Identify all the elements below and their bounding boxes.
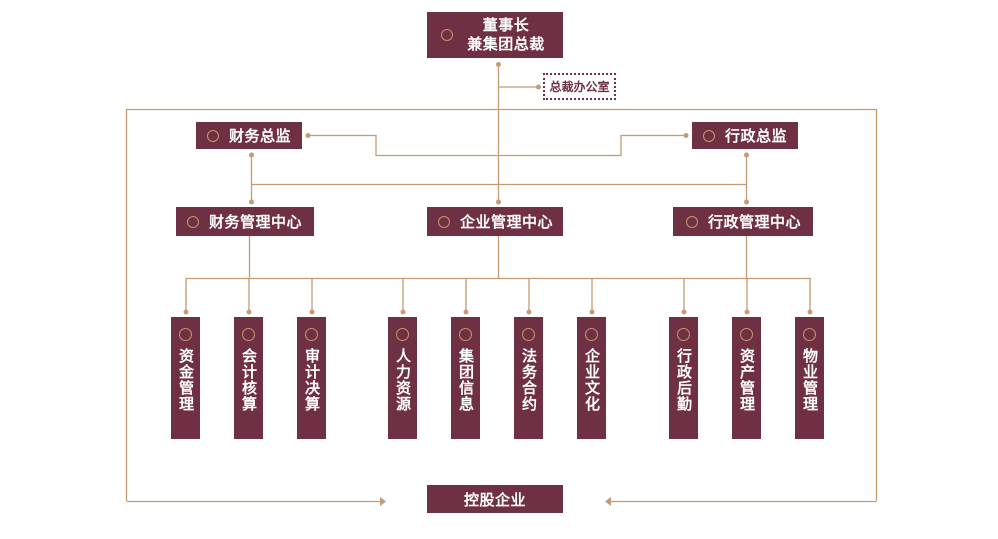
circle-ring-icon xyxy=(740,328,753,341)
holding-company-box[interactable]: 控股企业 xyxy=(427,485,563,513)
circle-ring-icon xyxy=(207,129,219,142)
circle-ring-icon xyxy=(677,328,690,341)
circle-ring-icon xyxy=(187,215,199,228)
department-box[interactable]: 资产管理 xyxy=(732,317,761,439)
connector-dot xyxy=(496,199,501,205)
finance-director-label: 财务总监 xyxy=(229,127,292,145)
circle-ring-icon xyxy=(242,328,255,341)
admin-director-box[interactable]: 行政总监 xyxy=(692,122,798,149)
admin-center-box[interactable]: 行政管理中心 xyxy=(673,207,813,236)
department-label: 会计核算 xyxy=(240,348,258,412)
department-box[interactable]: 物业管理 xyxy=(795,317,824,439)
connector-dot xyxy=(183,309,189,315)
finance-center-box[interactable]: 财务管理中心 xyxy=(176,207,314,236)
circle-ring-icon xyxy=(585,328,598,341)
department-label: 资金管理 xyxy=(177,348,195,412)
circle-ring-icon xyxy=(703,129,715,142)
connector-dot xyxy=(496,62,501,67)
department-box[interactable]: 资金管理 xyxy=(171,317,200,439)
department-box[interactable]: 集团信息 xyxy=(451,317,480,439)
circle-ring-icon xyxy=(686,215,698,228)
chairman-title-line2: 兼集团总裁 xyxy=(467,35,545,53)
circle-ring-icon xyxy=(179,328,192,341)
department-label: 行政后勤 xyxy=(675,348,693,412)
chairman-title-line1: 董事长 xyxy=(482,16,530,34)
department-label: 集团信息 xyxy=(457,348,475,412)
enterprise-center-box[interactable]: 企业管理中心 xyxy=(427,207,563,236)
circle-ring-icon xyxy=(803,328,816,341)
department-box[interactable]: 人力资源 xyxy=(388,317,417,439)
connector-dot xyxy=(744,309,750,315)
circle-ring-icon xyxy=(522,328,535,341)
connector-dot xyxy=(681,309,687,315)
connector-dot xyxy=(309,309,315,315)
connector-dot xyxy=(536,84,541,90)
department-box[interactable]: 会计核算 xyxy=(234,317,263,439)
department-box[interactable]: 企业文化 xyxy=(577,317,606,439)
connector-dot xyxy=(305,133,311,138)
circle-ring-icon xyxy=(459,328,472,341)
connector-dot xyxy=(683,133,689,138)
admin-center-label: 行政管理中心 xyxy=(708,213,802,231)
department-box[interactable]: 审计决算 xyxy=(297,317,326,439)
department-label: 资产管理 xyxy=(738,348,756,412)
circle-ring-icon xyxy=(438,215,450,228)
connector-dot xyxy=(589,309,595,315)
connector-dot xyxy=(400,309,406,315)
department-label: 审计决算 xyxy=(303,348,321,412)
arrow-left-icon xyxy=(605,497,611,506)
connector-dot xyxy=(744,152,749,158)
arrow-right-icon xyxy=(380,497,386,506)
enterprise-center-label: 企业管理中心 xyxy=(460,213,554,231)
admin-director-label: 行政总监 xyxy=(725,127,788,145)
department-label: 人力资源 xyxy=(394,348,412,412)
department-label: 企业文化 xyxy=(583,348,601,412)
connector-dot xyxy=(249,152,254,158)
connector-dot xyxy=(526,309,532,315)
connector-dot xyxy=(744,199,749,205)
connector-dot xyxy=(249,199,254,205)
chairman-box[interactable]: 董事长 兼集团总裁 xyxy=(427,12,563,58)
circle-ring-icon xyxy=(396,328,409,341)
finance-director-box[interactable]: 财务总监 xyxy=(196,122,302,149)
finance-center-label: 财务管理中心 xyxy=(209,213,303,231)
connector-dot xyxy=(463,309,469,315)
president-office-label: 总裁办公室 xyxy=(549,80,610,94)
connector-dot xyxy=(807,309,813,315)
department-box[interactable]: 行政后勤 xyxy=(669,317,698,439)
circle-ring-icon xyxy=(441,29,453,41)
president-office-box[interactable]: 总裁办公室 xyxy=(543,73,616,100)
outer-frame xyxy=(125,108,878,501)
department-box[interactable]: 法务合约 xyxy=(514,317,543,439)
department-label: 物业管理 xyxy=(801,348,819,412)
directors-link xyxy=(308,134,686,157)
connector-dot xyxy=(246,309,252,315)
holding-company-label: 控股企业 xyxy=(463,490,526,509)
circle-ring-icon xyxy=(305,328,318,341)
department-label: 法务合约 xyxy=(520,348,538,412)
